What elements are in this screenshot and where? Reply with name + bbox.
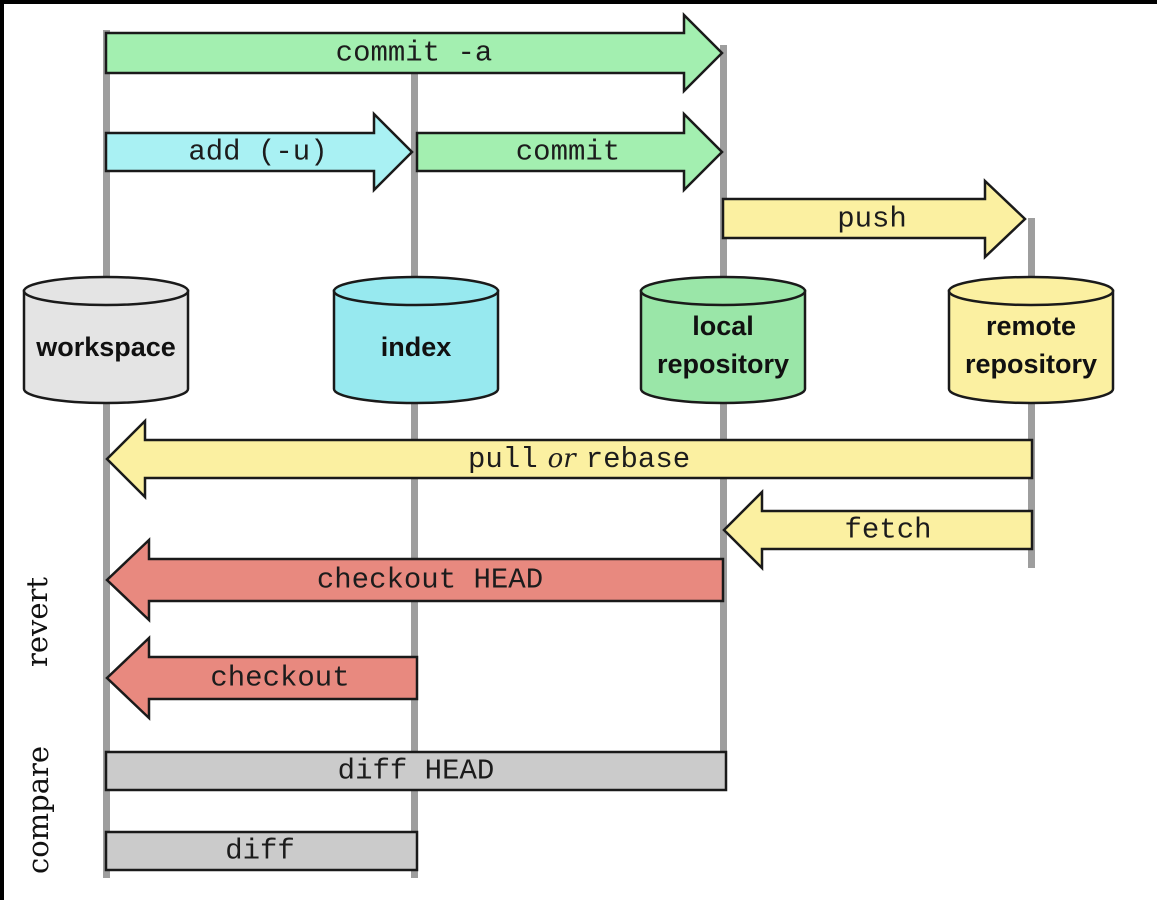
- compare-section-label: compare: [21, 746, 55, 874]
- index-node: index: [332, 275, 500, 405]
- remote-repository-label-line2: repository: [965, 349, 1097, 379]
- remote-repository-node: remote repository: [947, 275, 1115, 405]
- rebase-label-part: rebase: [586, 443, 690, 476]
- local-repository-cylinder-body: [639, 289, 807, 405]
- commit-a-label: commit -a: [336, 37, 493, 70]
- checkout-head-arrow: [105, 537, 725, 623]
- push-arrow: [721, 178, 1027, 260]
- add-arrow: [104, 110, 414, 194]
- index-cylinder-body: [332, 289, 500, 405]
- or-label-part: or: [548, 444, 578, 474]
- diff-head-bar: [104, 750, 728, 792]
- revert-section-label: revert: [20, 577, 54, 667]
- checkout-head-label: checkout HEAD: [317, 564, 543, 597]
- lifeline-workspace: [103, 30, 110, 878]
- local-repository-label-line1: local: [692, 311, 754, 341]
- checkout-arrow: [105, 635, 419, 721]
- commit-arrow: [415, 110, 724, 194]
- workspace-cylinder-body: [22, 289, 190, 405]
- local-repository-label-line2: repository: [657, 349, 789, 379]
- diff-label: diff: [225, 835, 295, 868]
- workspace-label: workspace: [35, 332, 176, 362]
- add-label: add (-u): [188, 136, 327, 169]
- index-cylinder-top: [332, 275, 500, 307]
- pull-label-part: pull: [468, 443, 538, 476]
- workspace-cylinder-top: [22, 275, 190, 307]
- workspace-node: workspace: [22, 275, 190, 405]
- fetch-arrow: [722, 488, 1034, 572]
- checkout-label: checkout: [210, 662, 349, 695]
- remote-repository-cylinder-top: [947, 275, 1115, 307]
- local-repository-cylinder-top: [639, 275, 807, 307]
- commit-a-arrow: [104, 11, 724, 95]
- diff-bar: [104, 830, 419, 872]
- frame-left-line: [0, 0, 4, 900]
- remote-repository-label-line1: remote: [986, 311, 1076, 341]
- lifeline-local-repository: [720, 45, 727, 790]
- frame-top-line: [0, 0, 1157, 4]
- local-repository-node: local repository: [639, 275, 807, 405]
- fetch-label: fetch: [844, 514, 931, 547]
- push-label: push: [837, 203, 907, 236]
- pull-rebase-arrow: [105, 417, 1034, 501]
- diff-head-label: diff HEAD: [338, 755, 495, 788]
- commit-label: commit: [516, 136, 620, 169]
- remote-repository-cylinder-body: [947, 289, 1115, 405]
- index-label: index: [381, 332, 452, 362]
